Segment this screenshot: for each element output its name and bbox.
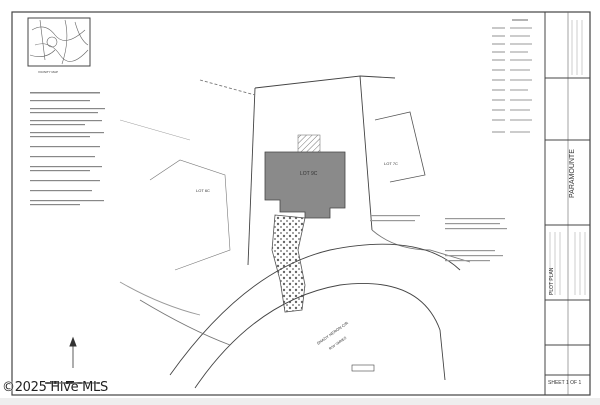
easement-line: [119, 119, 191, 141]
road: [119, 243, 461, 389]
site-data-notes: [370, 215, 507, 262]
general-notes: [30, 92, 105, 206]
adjacent-lot-right: [374, 111, 426, 183]
lot-label: LOT 9C: [300, 171, 318, 177]
adjacent-lot-right-label: LOT 7C: [384, 161, 398, 166]
road-name: SHADY HERON CIR: [316, 320, 349, 346]
sheet-border: [11, 11, 591, 396]
sheet-number: SHEET 1 OF 1: [548, 380, 581, 386]
company-name: PARAMOUNTE: [569, 149, 576, 198]
vicinity-map: [27, 17, 91, 67]
property-lines: [199, 75, 471, 266]
adjacent-lot-left: [149, 159, 231, 271]
plan-title: PLOT PLAN: [549, 267, 555, 295]
building-footprint: [264, 134, 346, 219]
vicinity-map-label: VICINITY MAP: [38, 70, 58, 74]
adjacent-lot-left-label: LOT 6C: [196, 188, 210, 193]
scale-box: [351, 364, 375, 372]
north-arrow-icon: [69, 336, 77, 368]
scale-bar: [45, 381, 100, 384]
road-subtext: R/W VARIES: [328, 335, 348, 350]
watermark: ©2025 Hive MLS: [2, 380, 108, 395]
legend: [492, 19, 532, 133]
bottom-bar: [0, 398, 600, 405]
gravel-driveway: [271, 214, 306, 313]
title-block: [544, 12, 590, 395]
